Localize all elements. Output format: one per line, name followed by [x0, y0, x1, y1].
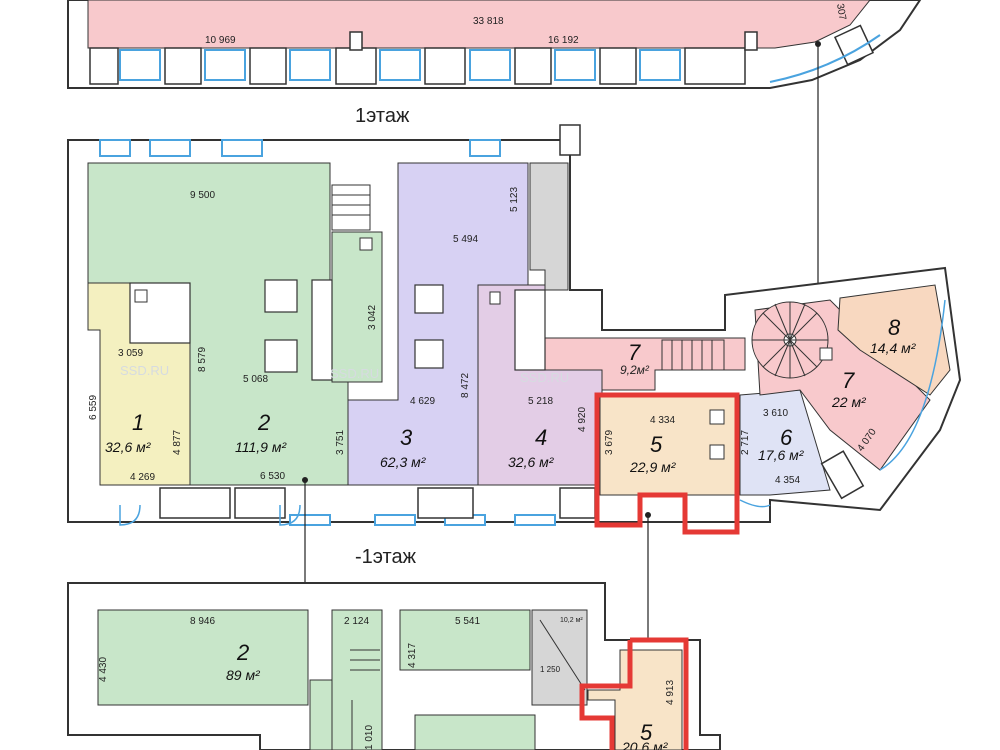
dim-f1-7: 4 877 — [172, 430, 183, 455]
dim-fm1-7: 4 913 — [665, 680, 676, 705]
room-grey-minus1 — [531, 609, 588, 706]
dim-fm1-3: 5 541 — [455, 616, 480, 627]
upper-pink-room — [87, 0, 871, 49]
spiral-staircase — [751, 301, 829, 379]
watermark-1: SSD.RU — [120, 363, 169, 378]
dim-fm1-2: 2 124 — [344, 616, 369, 627]
room-1-area: 32,6 м² — [105, 439, 152, 455]
dim-f1-18: 2 717 — [740, 430, 751, 455]
dim-f1-20: 4 354 — [775, 475, 800, 486]
watermark-2: SSD.RU — [520, 370, 569, 385]
dim-f1-2: 5 123 — [509, 187, 520, 212]
dim-f1-12: 4 629 — [410, 396, 435, 407]
room-2-area: 111,9 м² — [235, 439, 287, 455]
highlight-room-5-floor-minus1 — [579, 637, 689, 750]
dim-f1-8: 4 269 — [130, 472, 155, 483]
dim-fm1-6: 1 250 — [540, 665, 561, 674]
room-5-area: 22,9 м² — [629, 459, 677, 475]
dim-fm1-8: 1 010 — [364, 725, 375, 750]
room-2-minus1-number: 2 — [236, 640, 249, 665]
dim-top-right: 16 192 — [548, 35, 579, 46]
dim-fm1-4: 4 317 — [407, 643, 418, 668]
dim-f1-1: 5 494 — [453, 234, 478, 245]
dim-fm1-1: 4 430 — [98, 657, 109, 682]
dim-f1-5: 5 068 — [243, 374, 268, 385]
room-6-number: 6 — [780, 425, 793, 450]
dim-top-left: 10 969 — [205, 35, 236, 46]
room-8-area: 14,4 м² — [870, 340, 917, 356]
dim-f1-11: 3 042 — [367, 305, 378, 330]
room-2-floor-minus1 — [97, 609, 309, 706]
room-7-corridor-number: 7 — [628, 340, 641, 365]
floor-1-plan: 9 500 5 494 5 123 3 059 8 579 5 068 6 55… — [67, 124, 962, 657]
dim-f1-13: 8 472 — [460, 373, 471, 398]
room-7-area: 22 м² — [831, 394, 867, 410]
floor-1-title: 1этаж — [355, 105, 410, 127]
dim-f1-3: 3 059 — [118, 348, 143, 359]
room-8-floor1 — [837, 284, 951, 396]
room-7-corridor-area: 9,2м² — [620, 363, 650, 377]
room-7-number: 7 — [842, 368, 855, 393]
room-4-number: 4 — [535, 425, 547, 450]
dim-fm1-0: 8 946 — [190, 616, 215, 627]
dim-f1-10: 3 751 — [335, 430, 346, 455]
dim-f1-17: 3 679 — [604, 430, 615, 455]
highlight-room-5-floor1 — [594, 392, 740, 535]
dim-f1-16: 4 334 — [650, 415, 675, 426]
room-8-number: 8 — [888, 315, 901, 340]
dim-f1-6: 6 559 — [88, 395, 99, 420]
room-2-minus1-area: 89 м² — [226, 667, 261, 683]
room-3-area: 62,3 м² — [380, 454, 427, 470]
dim-f1-4: 8 579 — [197, 347, 208, 372]
floor-minus1-title: -1этаж — [355, 546, 417, 568]
room-2-number: 2 — [257, 410, 270, 435]
corridor-minus1-a — [331, 609, 383, 750]
room-6-area: 17,6 м² — [758, 447, 805, 463]
watermark-3: SSD.RU — [330, 366, 379, 381]
room-3-number: 3 — [400, 425, 413, 450]
dim-f1-15: 4 920 — [577, 407, 588, 432]
dim-f1-19: 3 610 — [763, 408, 788, 419]
dim-f1-14: 5 218 — [528, 396, 553, 407]
room-5-minus1-number: 5 — [640, 720, 653, 745]
dim-f1-0: 9 500 — [190, 190, 215, 201]
room-5-minus1-area: 20,6 м² — [621, 739, 669, 750]
dim-f1-9: 6 530 — [260, 471, 285, 482]
room-4-area: 32,6 м² — [508, 454, 555, 470]
floor-minus1-plan: 8 946 4 430 2 124 5 541 4 317 10,2 м² 1 … — [67, 582, 721, 750]
upper-floor-fragment: 33 818 10 969 16 192 307 — [67, 0, 922, 310]
dim-fm1-5: 10,2 м² — [560, 617, 583, 624]
room-5-number: 5 — [650, 432, 663, 457]
room-green-minus1 — [399, 609, 531, 671]
room-5-floor-minus1 — [587, 649, 683, 750]
dim-top-corner: 307 — [834, 3, 848, 22]
room-1-number: 1 — [132, 410, 144, 435]
dim-top-total: 33 818 — [473, 16, 504, 27]
